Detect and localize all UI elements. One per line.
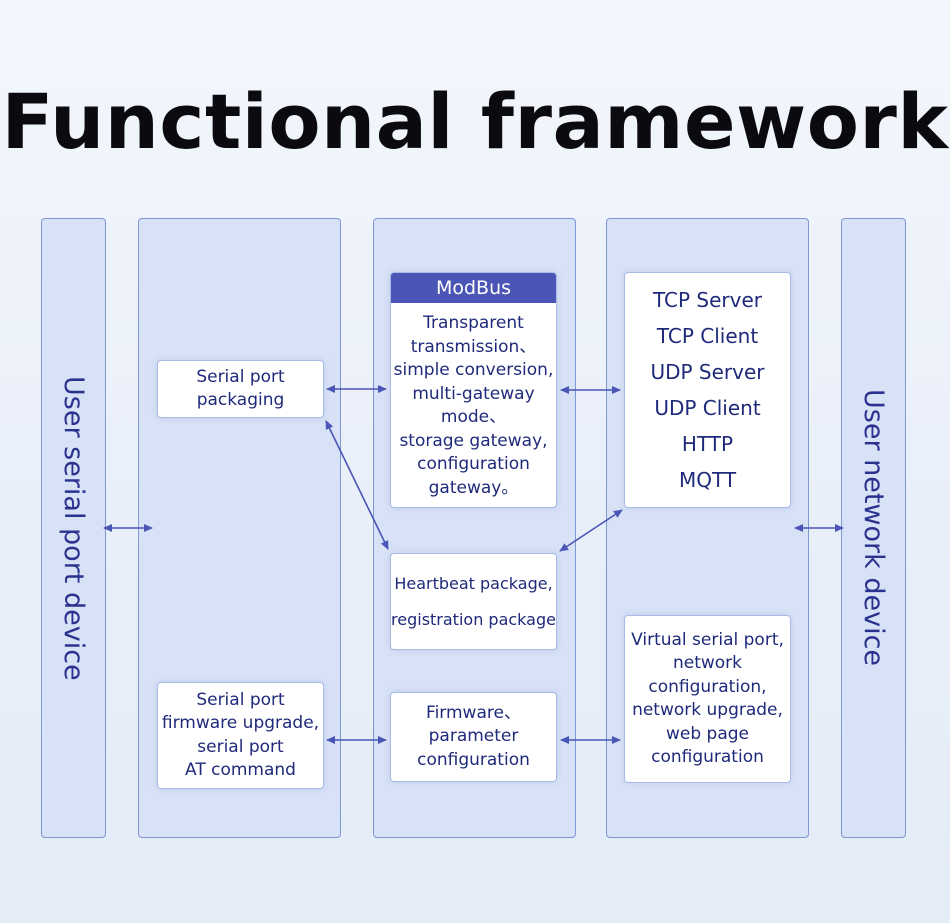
modbus-header: ModBus [391,273,556,303]
virtual-config-box: Virtual serial port, network configurati… [624,615,791,783]
user-serial-device-label: User serial port device [58,375,89,681]
user-network-device-label: User network device [858,389,889,667]
page-title: Functional framework [1,77,949,166]
modbus-description: Transparent transmission、 simple convers… [393,313,554,498]
serial-upgrade-box: Serial port firmware upgrade, serial por… [157,682,324,789]
serial-packaging-box: Serial port packaging [157,360,324,418]
modbus-box: ModBus Transparent transmission、 simple … [390,272,557,508]
serial-device-column [41,218,106,838]
protocols-box: TCP Server TCP Client UDP Server UDP Cli… [624,272,791,508]
firmware-config-box: Firmware、 parameter configuration [390,692,557,782]
heartbeat-box: Heartbeat package, registration package [390,553,557,650]
